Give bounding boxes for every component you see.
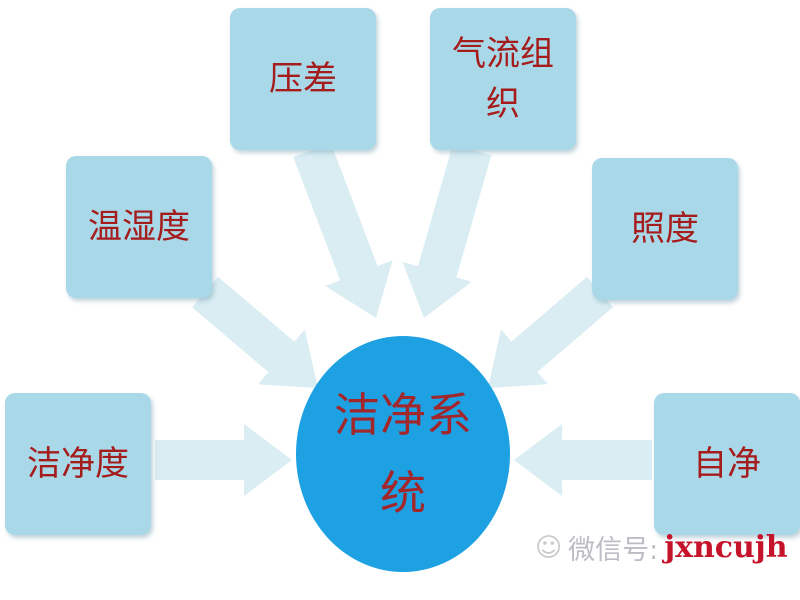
factor-box-airflow-organization: 气流组织 [430,8,576,150]
arrow-from-pressure-difference [293,142,393,318]
watermark-label: 微信号: [568,535,659,566]
factor-label: 自净 [693,444,761,484]
factor-label: 气流组织 [452,34,554,124]
watermark-account: jxncujh [664,530,788,565]
factor-label: 照度 [631,209,699,249]
factor-box-illuminance: 照度 [592,158,738,300]
arrow-from-self-cleaning [514,424,652,496]
factor-box-self-cleaning: 自净 [654,393,800,535]
arrow-from-cleanliness [155,424,292,496]
arrow-from-temperature-humidity [192,276,318,388]
center-circle-clean-system: 洁净系统 [296,336,510,572]
watermark: ☺ 微信号: jxncujh [535,528,788,567]
factor-label: 压差 [269,59,337,99]
factor-label: 温湿度 [88,207,190,247]
factor-label: 洁净度 [27,444,129,484]
factor-box-cleanliness: 洁净度 [5,393,151,535]
arrow-from-illuminance [488,276,614,388]
factor-box-temperature-humidity: 温湿度 [66,156,212,298]
factor-box-pressure-difference: 压差 [230,8,376,150]
center-label: 洁净系统 [334,388,472,520]
wechat-icon: ☺ [535,532,563,563]
arrow-from-airflow-organization [402,144,492,318]
